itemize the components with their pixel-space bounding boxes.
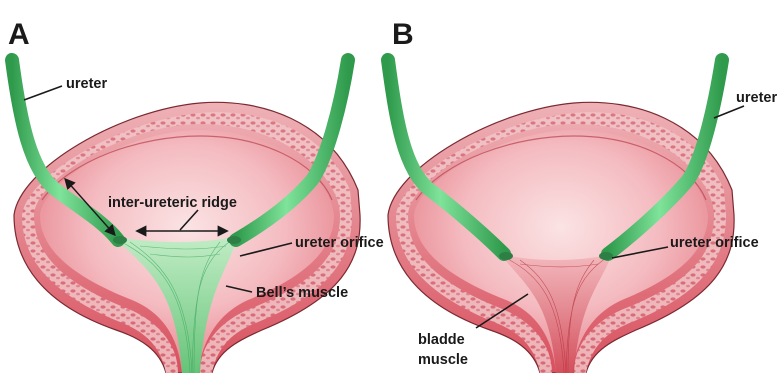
ridge-label: inter-ureteric ridge: [108, 195, 237, 211]
ureter-label-b: ureter: [736, 90, 777, 106]
left-orifice-b: [499, 252, 513, 260]
panel-a-letter: A: [8, 18, 30, 51]
panel-b: B ureter ureter orifice bladde muscle: [388, 18, 777, 373]
orifice-label-a: ureter orifice: [295, 235, 384, 251]
panel-a: A ureter inter-: [8, 18, 384, 373]
ureter-label-a: ureter: [66, 76, 107, 92]
orifice-label-b: ureter orifice: [670, 235, 759, 251]
left-orifice-a: [113, 236, 127, 244]
ureter-pointer-a: [24, 86, 62, 100]
muscle-label-b-line1: bladde: [418, 332, 465, 348]
right-orifice-a: [227, 236, 241, 244]
right-orifice-b: [599, 252, 613, 260]
muscle-label-b-line2: muscle: [418, 352, 468, 368]
panel-b-letter: B: [392, 18, 414, 51]
muscle-label-a: Bell’s muscle: [256, 285, 348, 301]
